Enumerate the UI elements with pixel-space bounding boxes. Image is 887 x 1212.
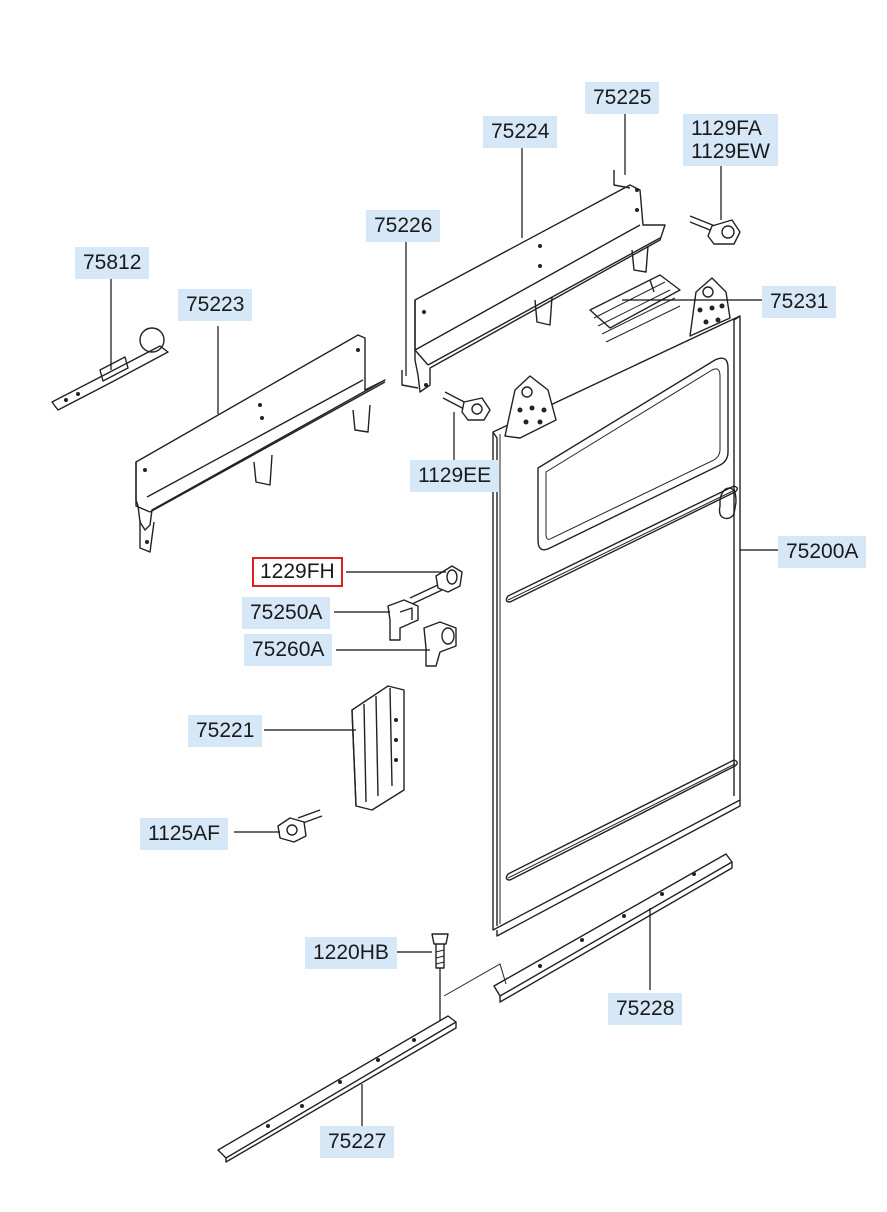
part-75231-drawing (589, 274, 681, 343)
part-label-1125AF[interactable]: 1125AF (140, 818, 228, 850)
part-label-1129EE[interactable]: 1129EE (410, 460, 500, 492)
leader-lines (110, 112, 778, 1126)
part-75224-drawing (401, 170, 666, 393)
part-label-75223[interactable]: 75223 (178, 289, 253, 321)
part-label-75231[interactable]: 75231 (762, 286, 837, 318)
part-label-75228[interactable]: 75228 (608, 993, 683, 1025)
part-75227-drawing (217, 1015, 457, 1163)
part-75228-drawing (493, 853, 733, 1003)
part-label-75260A[interactable]: 75260A (244, 634, 333, 666)
part-label-75221[interactable]: 75221 (188, 715, 263, 747)
part-label-1220HB[interactable]: 1220HB (305, 937, 397, 969)
part-1129EE-drawing (442, 391, 491, 421)
part-1125AF-drawing (277, 809, 323, 843)
part-75200A-drawing (492, 277, 741, 937)
part-label-75250A[interactable]: 75250A (242, 597, 331, 629)
part-75260A-drawing (423, 621, 457, 667)
part-1129FA-drawing (689, 215, 741, 245)
part-label-1129FA-1129EW[interactable]: 1129FA 1129EW (683, 114, 778, 166)
part-label-75226[interactable]: 75226 (366, 210, 441, 242)
part-75223-drawing (135, 334, 386, 553)
part-label-1229FH[interactable]: 1229FH (252, 557, 343, 587)
part-label-75812[interactable]: 75812 (75, 247, 150, 279)
part-75221-drawing (351, 685, 405, 811)
part-label-75225[interactable]: 75225 (585, 82, 660, 114)
part-label-75227[interactable]: 75227 (320, 1126, 395, 1158)
part-1220HB-drawing (431, 933, 449, 969)
part-75812-drawing (51, 327, 169, 411)
part-label-75224[interactable]: 75224 (483, 116, 558, 148)
part-label-75200A[interactable]: 75200A (778, 536, 867, 568)
part-75250A-drawing (387, 599, 419, 641)
